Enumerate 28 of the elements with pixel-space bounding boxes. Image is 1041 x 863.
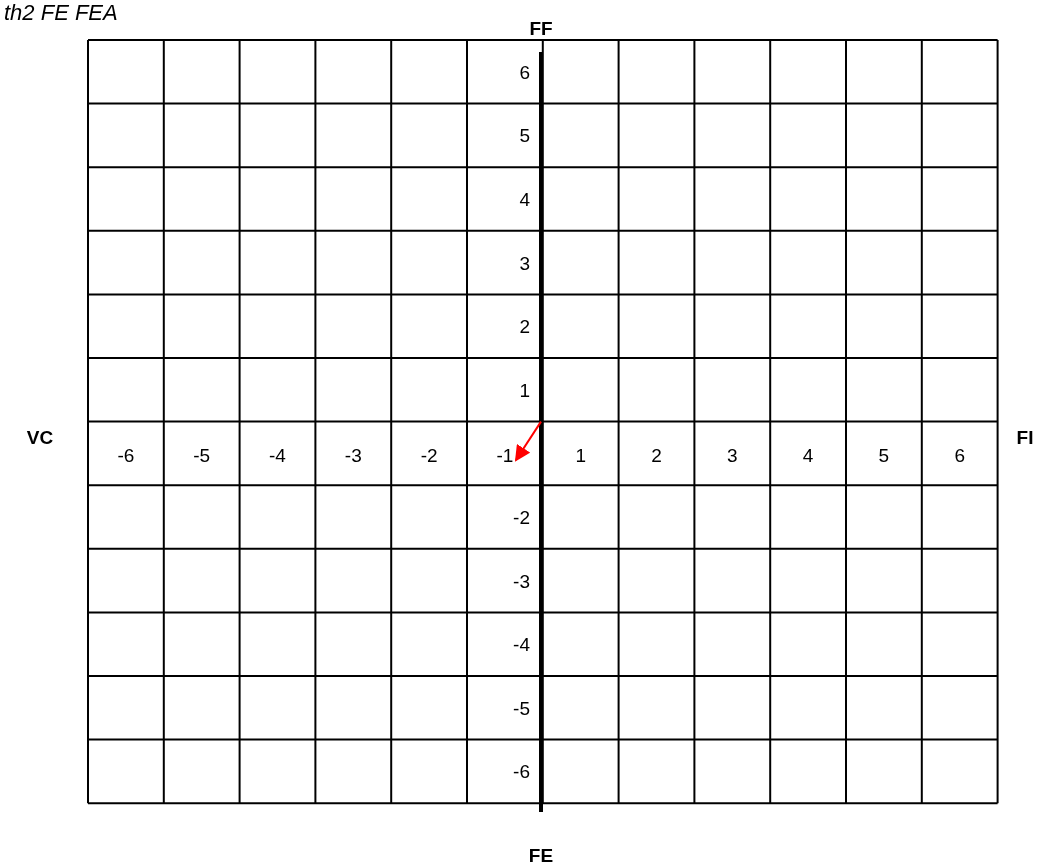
- tick-label: -6: [117, 445, 135, 465]
- tick-label: 4: [802, 445, 814, 465]
- tick-label: 4: [519, 189, 530, 209]
- tick-label: 3: [519, 253, 530, 273]
- tick-label: 5: [519, 125, 530, 145]
- tick-label: 6: [519, 62, 530, 82]
- tick-label: -6: [513, 761, 530, 781]
- tick-label: -5: [193, 445, 211, 465]
- axis-label: FE: [528, 845, 554, 863]
- tick-label: -4: [269, 445, 286, 465]
- tick-label: -2: [513, 507, 530, 527]
- tick-label: -3: [344, 445, 362, 465]
- axis-label: FF: [529, 18, 553, 38]
- tick-label: 2: [519, 316, 530, 336]
- tick-label: 2: [651, 445, 662, 465]
- tick-label: 1: [575, 445, 586, 465]
- tick-label: -5: [513, 698, 530, 718]
- tick-label: 5: [878, 445, 890, 465]
- axis-label: VC: [26, 427, 54, 447]
- tick-label: -1: [496, 445, 514, 465]
- axis-label: FI: [1016, 427, 1034, 447]
- tick-label: -4: [513, 634, 530, 654]
- tick-label: -3: [513, 571, 530, 591]
- tick-label: 6: [954, 445, 965, 465]
- tick-label: 3: [727, 445, 738, 465]
- tick-label: 1: [519, 380, 530, 400]
- title: th2 FE FEA: [4, 0, 118, 26]
- tick-label: -2: [420, 445, 438, 465]
